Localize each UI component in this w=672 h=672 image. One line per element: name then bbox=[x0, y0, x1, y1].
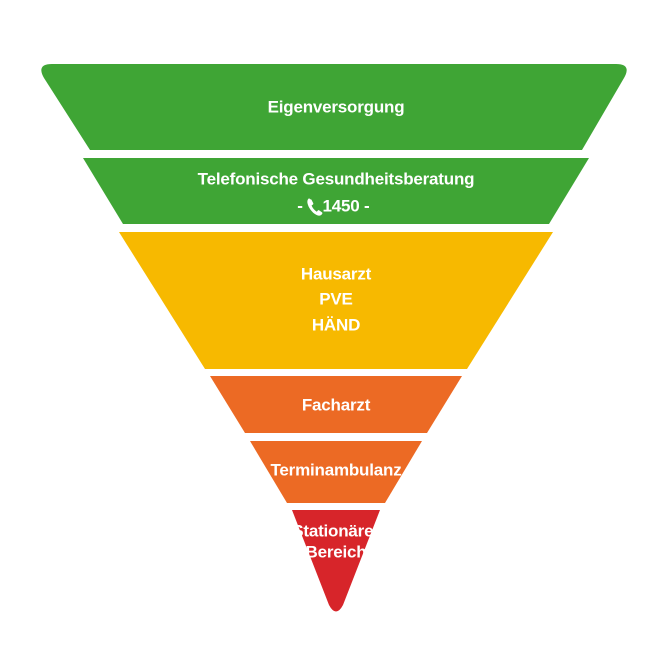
band-eigenversorgung bbox=[41, 64, 627, 150]
layer-label-terminambulanz: Terminambulanz bbox=[270, 460, 401, 479]
band-terminambulanz bbox=[250, 441, 422, 503]
layer-label-telefonische-gesundheitsberatung: Telefonische Gesundheitsberatung bbox=[198, 169, 475, 188]
layer-eigenversorgung: Eigenversorgung bbox=[41, 64, 627, 150]
layer-label-haend: HÄND bbox=[312, 315, 360, 334]
phone-prefix: - bbox=[297, 196, 302, 215]
layer-label-bereich: Bereich bbox=[306, 542, 367, 561]
layer-telefonische-gesundheitsberatung: Telefonische Gesundheitsberatung - 1450 … bbox=[83, 158, 589, 224]
layer-label-stationaerer: Stationärer bbox=[292, 521, 380, 540]
layer-hausarzt: Hausarzt PVE HÄND bbox=[119, 232, 553, 369]
layer-label-eigenversorgung: Eigenversorgung bbox=[268, 97, 405, 116]
phone-number: 1450 - bbox=[322, 196, 369, 215]
layer-terminambulanz: Terminambulanz bbox=[250, 441, 422, 503]
band-stationaerer-bereich bbox=[292, 510, 380, 612]
band-hausarzt bbox=[119, 232, 553, 369]
band-telefonische-gesundheitsberatung bbox=[83, 158, 589, 224]
layer-label-facharzt: Facharzt bbox=[302, 395, 371, 414]
layer-facharzt: Facharzt bbox=[210, 376, 462, 433]
layer-label-pve: PVE bbox=[319, 289, 352, 308]
band-facharzt bbox=[210, 376, 462, 433]
phone-icon bbox=[307, 198, 323, 216]
layer-stationaerer-bereich: Stationärer Bereich bbox=[292, 510, 381, 612]
layer-label-hausarzt: Hausarzt bbox=[301, 264, 372, 283]
